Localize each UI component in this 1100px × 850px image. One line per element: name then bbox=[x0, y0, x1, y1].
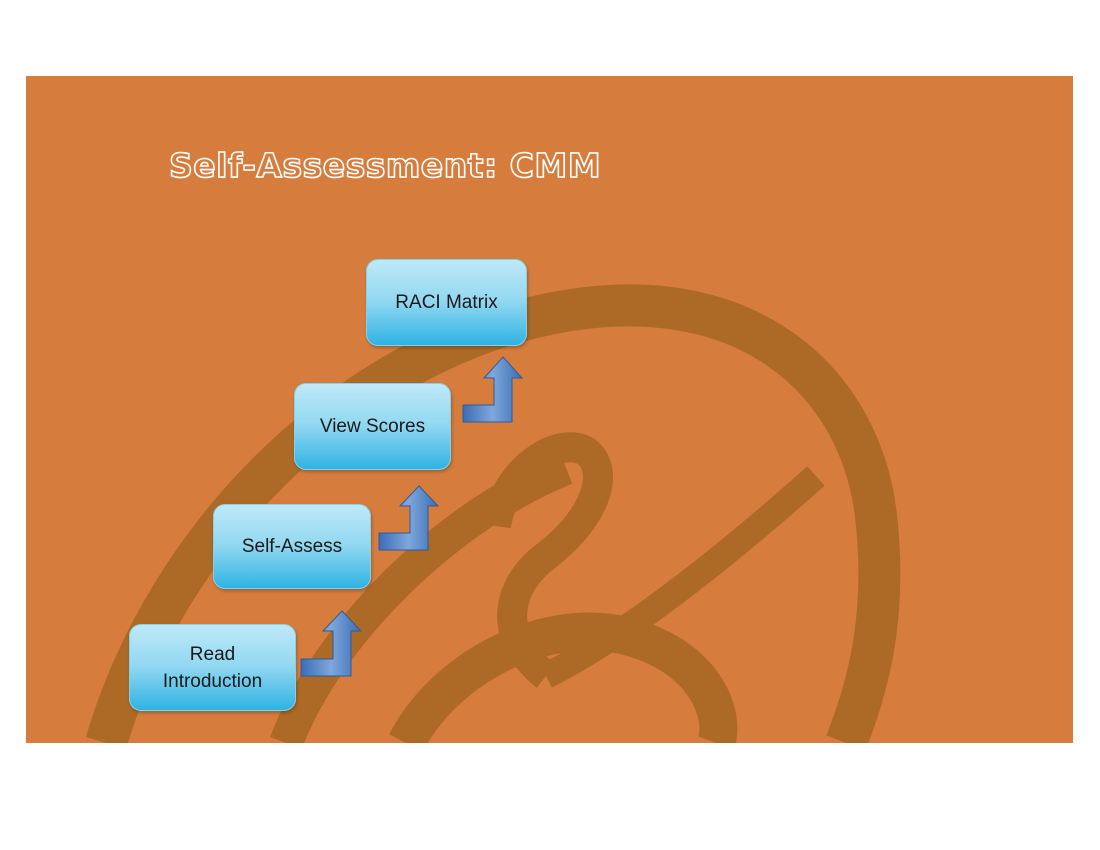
slide-canvas: Self-Assessment: CMM Read Introduction S… bbox=[26, 76, 1073, 743]
step-label: RACI Matrix bbox=[395, 292, 498, 313]
page-title: Self-Assessment: CMM bbox=[168, 145, 602, 186]
step-self-assess[interactable]: Self-Assess bbox=[213, 504, 371, 589]
step-label: Self-Assess bbox=[241, 536, 343, 557]
step-view-scores[interactable]: View Scores bbox=[294, 383, 451, 470]
step-read-introduction[interactable]: Read Introduction bbox=[129, 624, 296, 711]
step-raci-matrix[interactable]: RACI Matrix bbox=[366, 259, 527, 346]
step-label: View Scores bbox=[319, 416, 426, 437]
step-label: Read Introduction bbox=[162, 643, 263, 692]
logo-watermark bbox=[85, 284, 901, 743]
